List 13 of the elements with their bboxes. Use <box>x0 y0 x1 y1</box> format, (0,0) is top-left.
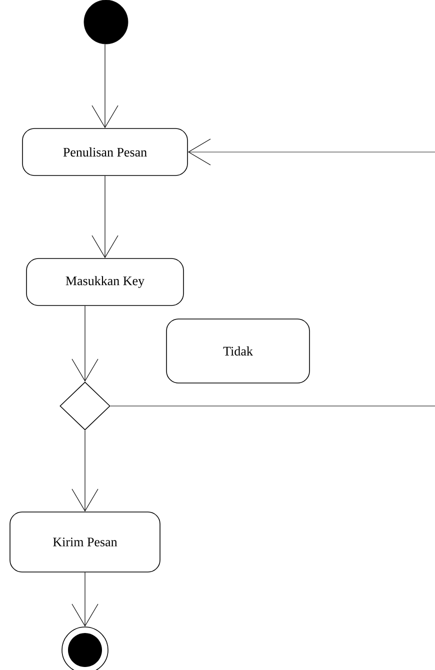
action-box: Masukkan Key <box>26 258 184 306</box>
start-node <box>84 0 128 44</box>
arrow <box>92 44 118 128</box>
arrow <box>72 306 98 382</box>
arrow <box>92 176 118 258</box>
arrow <box>72 572 98 627</box>
arrow <box>72 430 98 512</box>
action-box: Kirim Pesan <box>10 512 160 572</box>
action-box: Tidak <box>166 318 310 384</box>
action-box: Penulisan Pesan <box>22 128 188 176</box>
end-node <box>62 626 108 670</box>
arrow <box>188 138 435 166</box>
decision-diamond <box>60 382 110 430</box>
